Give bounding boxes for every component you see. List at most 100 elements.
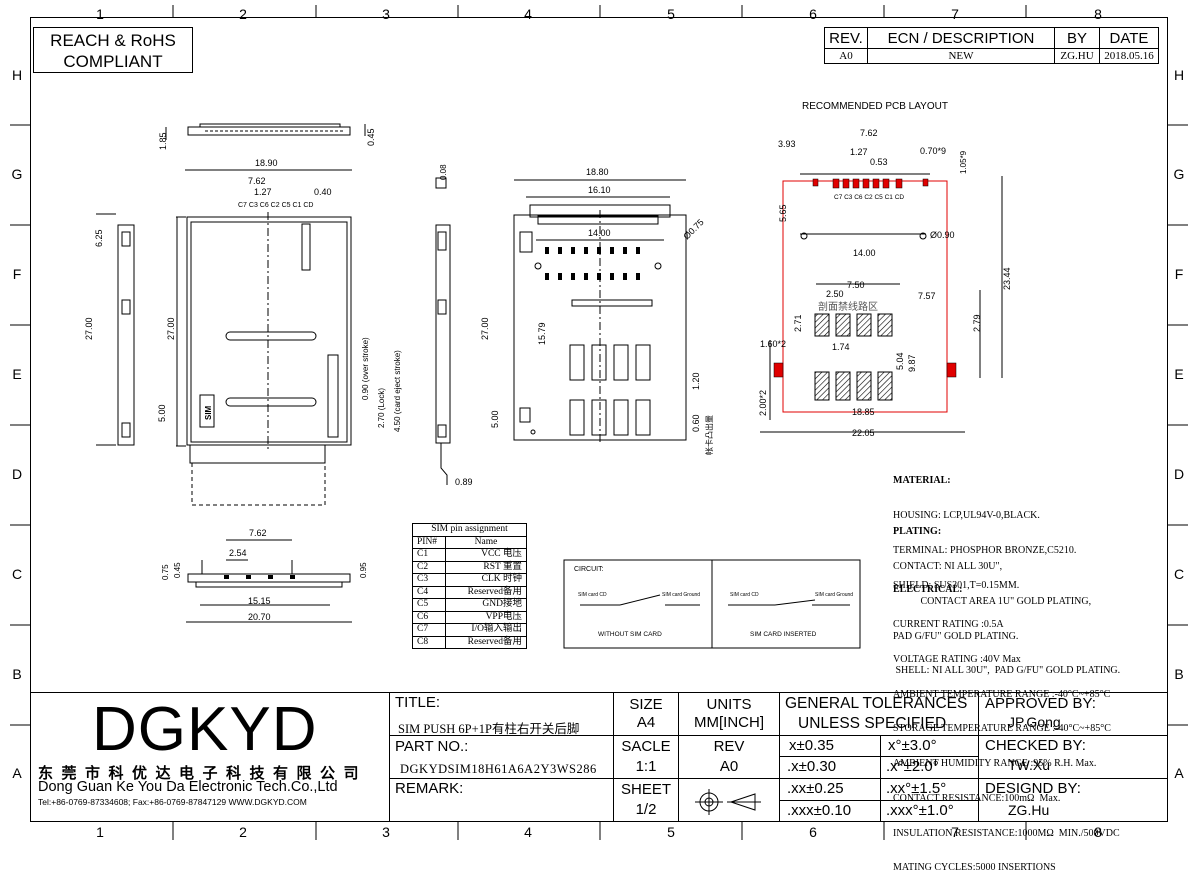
size-value: A4 — [636, 714, 656, 731]
zone-letter: E — [1174, 366, 1184, 382]
dim-label: 0.08 — [439, 164, 448, 180]
dim-label: 15.15 — [248, 596, 271, 606]
company-name-en: Dong Guan Ke You Da Electronic Tech.Co.,… — [38, 779, 338, 795]
compliance-box: REACH & RoHS COMPLIANT — [33, 27, 193, 73]
pin-cell: C6 — [412, 610, 446, 624]
zone-number: 6 — [809, 6, 817, 22]
technical-drawings: 1.85 0.45 18.90 7.62 1.27 0.40 C7 C3 C6 … — [84, 101, 1012, 649]
tolerance-value: .xxx±0.10 — [787, 802, 852, 819]
tolerance-value: .x°±2.0° — [886, 758, 939, 775]
dim-label: 0.45 — [366, 128, 376, 146]
dim-label: 14.00 — [588, 228, 611, 238]
pin-cell: C7 — [412, 623, 446, 637]
zone-number: 1 — [96, 824, 104, 840]
zone-letter: A — [1174, 765, 1184, 781]
zone-number: 2 — [239, 824, 247, 840]
note-label: 帐卡凸出量 — [704, 415, 714, 455]
pin-name-cell: I/O输入输出 — [445, 623, 527, 637]
dim-label: 5.04 — [895, 352, 905, 370]
dim-label: 22.05 — [852, 428, 875, 438]
dim-label: 4.50 (card eject stroke) — [393, 350, 402, 432]
tolerance-value: x°±3.0° — [888, 737, 937, 754]
dim-label: 1.27 — [254, 187, 272, 197]
zone-number: 2 — [239, 6, 247, 22]
spec-line: CONTACT: NI ALL 30U", — [893, 560, 1003, 572]
zone-number: 5 — [667, 824, 675, 840]
dim-label: 1.05*9 — [959, 150, 968, 174]
company-logo: DGKYD — [92, 695, 318, 764]
rev-value: A0 — [719, 758, 739, 775]
rev-label: REV — [713, 738, 745, 755]
spec-line: STORAGE TEMPERATURE RANGE :-40°C~+85°C — [893, 723, 1111, 735]
part-label: PART NO.: — [395, 738, 469, 755]
dim-label: 1.74 — [832, 342, 850, 352]
plating-section: PLATING: CONTACT: NI ALL 30U", CONTACT A… — [893, 503, 1120, 689]
pin-name-cell: CLK 时钟 — [445, 573, 527, 587]
units-label: UNITS — [706, 696, 752, 713]
circuit-caption-left: WITHOUT SIM CARD — [598, 631, 662, 638]
pcb-contacts-label: C7 C3 C6 C2 C5 C1 CD — [834, 194, 904, 201]
tolerance-value: x±0.35 — [789, 737, 834, 754]
approved-label: APPROVED BY: — [985, 695, 1096, 712]
dim-label: 1.20 — [691, 372, 701, 390]
pcb-layout-title: RECOMMENDED PCB LAYOUT — [802, 101, 948, 112]
sheet-value: 1/2 — [635, 801, 657, 818]
dim-label: Ø0.90 — [930, 230, 955, 240]
electrical-title: ELECTRICAL: — [893, 584, 963, 596]
zone-letter: A — [12, 765, 22, 781]
zone-letter: F — [12, 266, 22, 282]
pin-table-title: SIM pin assignment — [412, 523, 527, 537]
spec-line: AMBIENT TEMPERATURE RANGE :-40°C~+85°C — [893, 688, 1111, 700]
size-label: SIZE — [629, 696, 663, 713]
scale-value: 1:1 — [635, 758, 657, 775]
zone-letter: B — [1174, 666, 1184, 682]
circuit-box — [563, 559, 861, 649]
dim-label: 2.50 — [826, 289, 844, 299]
units-value: MM[INCH] — [694, 714, 764, 731]
designed-label: DESIGND BY: — [985, 780, 1081, 797]
dim-label: 1.27 — [850, 147, 868, 157]
dim-label: 0.40 — [314, 187, 332, 197]
spec-line: PAD G/FU" GOLD PLATING. — [893, 630, 1019, 642]
spec-line: CONTACT AREA 1U" GOLD PLATING, — [893, 595, 1092, 607]
tolerance-title-2: UNLESS SPECIFIED — [798, 715, 947, 732]
by-value: ZG.HU — [1054, 48, 1100, 64]
pcb-keepout-label: 剖面禁线路区 — [818, 300, 878, 313]
pin-name-cell: Reserved备用 — [445, 585, 527, 599]
pin-table-header: Name — [445, 535, 527, 549]
zone-number: 3 — [382, 6, 390, 22]
pcb-contact-pads — [773, 178, 957, 378]
sheet-label: SHEET — [620, 781, 671, 798]
zone-number: 8 — [1094, 824, 1102, 840]
dim-label: 7.62 — [860, 128, 878, 138]
zone-letter: G — [11, 166, 23, 182]
dim-label: 2.00*2 — [758, 390, 768, 416]
zone-ticks — [10, 5, 1188, 840]
compliance-line-2: COMPLIANT — [63, 52, 163, 71]
zone-letter: D — [1173, 466, 1185, 482]
dim-label: 0.45 — [173, 562, 182, 578]
zone-number: 3 — [382, 824, 390, 840]
dim-label: 16.10 — [588, 185, 611, 195]
company-contact: Tel:+86-0769-87334608; Fax:+86-0769-8784… — [38, 797, 307, 807]
zone-letter: C — [1173, 566, 1185, 582]
dim-label: Ø0.75 — [681, 217, 705, 241]
revision-table: REV. ECN / DESCRIPTION BY DATE A0 NEW ZG… — [824, 27, 1159, 64]
zone-number: 7 — [951, 6, 959, 22]
tolerance-title-1: GENERAL TOLERANCES — [785, 695, 968, 712]
dim-label: 1.60*2 — [760, 339, 786, 349]
pin-cell: C2 — [412, 560, 446, 574]
pin-cell: C4 — [412, 585, 446, 599]
checked-label: CHECKED BY: — [985, 737, 1086, 754]
side-view-top — [165, 123, 366, 140]
zone-letter: C — [11, 566, 23, 582]
dim-label: 27.00 — [480, 317, 490, 340]
dim-label: 20.70 — [248, 612, 271, 622]
dim-label: 15.79 — [537, 322, 547, 345]
zone-letter: E — [12, 366, 22, 382]
